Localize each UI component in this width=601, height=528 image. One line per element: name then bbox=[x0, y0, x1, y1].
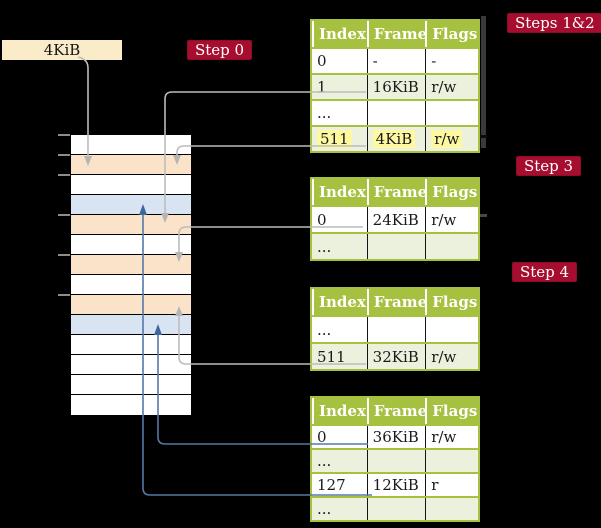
highlighted-value: 4KiB bbox=[372, 130, 416, 148]
table-cell: - bbox=[366, 49, 426, 73]
table-cell: r bbox=[425, 474, 478, 496]
column-header-index: Index bbox=[312, 179, 367, 205]
table-cell bbox=[366, 101, 426, 125]
table-row: ... bbox=[312, 232, 478, 259]
memory-row-12 bbox=[71, 375, 191, 395]
column-header-flags: Flags bbox=[425, 179, 478, 205]
label-step-4: Step 4 bbox=[512, 262, 578, 282]
table-row: 511 4KiB r/w bbox=[312, 125, 478, 151]
table-cell: 36KiB bbox=[366, 426, 426, 448]
table-cell bbox=[425, 234, 478, 259]
table-cell: r/w bbox=[425, 207, 478, 232]
table-cell: 127 bbox=[317, 476, 346, 494]
memory-row-11 bbox=[71, 355, 191, 375]
table-cell: 0 bbox=[317, 428, 327, 446]
memory-row-6 bbox=[71, 255, 191, 275]
memory-row-4 bbox=[71, 215, 191, 235]
memory-row-3 bbox=[71, 195, 191, 215]
table-cell bbox=[425, 317, 478, 342]
table-cell: ... bbox=[317, 320, 332, 339]
column-header-frame: Frame bbox=[366, 179, 425, 205]
memory-row-1 bbox=[71, 155, 191, 175]
table-cell: ... bbox=[317, 237, 332, 256]
column-header-index: Index bbox=[312, 398, 367, 424]
table-cell: r/w bbox=[425, 127, 478, 151]
dash-right-of-row-0 bbox=[480, 214, 487, 217]
table-row: ... bbox=[312, 99, 478, 125]
table-cell bbox=[366, 450, 426, 472]
highlighted-value: r/w bbox=[431, 130, 463, 148]
column-header-index: Index bbox=[312, 21, 367, 47]
dash-right-of-row-511 bbox=[480, 135, 487, 138]
memory-row-8 bbox=[71, 295, 191, 315]
column-header-frame: Frame bbox=[366, 289, 425, 315]
page-size-box: 4KiB bbox=[2, 40, 122, 60]
table-cell: 0 bbox=[317, 52, 327, 70]
memory-row-2 bbox=[71, 175, 191, 195]
label-step-0: Step 0 bbox=[187, 40, 253, 60]
table-cell: ... bbox=[317, 104, 332, 122]
memory-row-13 bbox=[71, 395, 191, 415]
memory-ticks bbox=[58, 134, 70, 296]
table-cell bbox=[366, 317, 426, 342]
table-cell bbox=[425, 101, 478, 125]
table-cell: 24KiB bbox=[366, 207, 426, 232]
table-cell: ... bbox=[317, 500, 332, 518]
memory-column bbox=[70, 134, 192, 416]
table-cell: 32KiB bbox=[366, 344, 426, 369]
column-header-frame: Frame bbox=[366, 21, 425, 47]
column-header-flags: Flags bbox=[425, 21, 478, 47]
table-cell: r/w bbox=[425, 426, 478, 448]
table-cell bbox=[366, 234, 426, 259]
table-cell: 511 bbox=[312, 127, 367, 151]
memory-row-0 bbox=[71, 135, 191, 155]
memory-row-10 bbox=[71, 335, 191, 355]
table-cell: 4KiB bbox=[366, 127, 426, 151]
table-cell bbox=[425, 498, 478, 520]
label-step-3: Step 3 bbox=[516, 156, 582, 176]
table-row: ... bbox=[312, 315, 478, 342]
table-row: 0 -- bbox=[312, 47, 478, 73]
table-cell: - bbox=[425, 49, 478, 73]
table-cell: r/w bbox=[425, 344, 478, 369]
table-cell: r/w bbox=[425, 75, 478, 99]
table-cell: 12KiB bbox=[366, 474, 426, 496]
table-cell bbox=[425, 450, 478, 472]
highlighted-value: 511 bbox=[317, 130, 352, 148]
table-cell: 1 bbox=[317, 78, 327, 96]
table-cell bbox=[366, 498, 426, 520]
column-header-flags: Flags bbox=[425, 398, 478, 424]
column-header-frame: Frame bbox=[366, 398, 425, 424]
column-header-flags: Flags bbox=[425, 289, 478, 315]
memory-row-7 bbox=[71, 275, 191, 295]
table1-right-shadow bbox=[481, 16, 486, 148]
table-cell: ... bbox=[317, 452, 332, 470]
table-cell: 16KiB bbox=[366, 75, 426, 99]
table-row: ... bbox=[312, 448, 478, 472]
memory-row-9 bbox=[71, 315, 191, 335]
table-cell: 511 bbox=[317, 347, 346, 366]
label-steps-1-2: Steps 1&2 bbox=[507, 13, 601, 33]
column-header-index: Index bbox=[312, 289, 367, 315]
memory-row-5 bbox=[71, 235, 191, 255]
table-row: ... bbox=[312, 496, 478, 520]
table-cell: 0 bbox=[317, 210, 327, 229]
